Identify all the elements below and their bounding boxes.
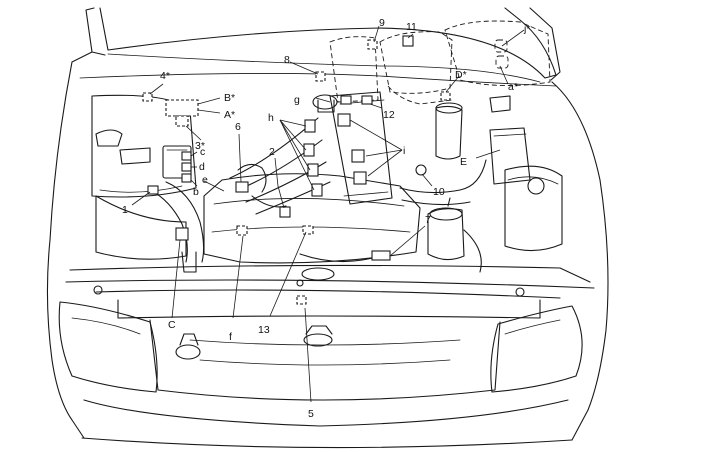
engine-assembly [91, 91, 563, 273]
label-5: 5 [308, 408, 314, 420]
leader-lines [131, 25, 525, 403]
label-h: h [268, 112, 274, 124]
label-2: 2 [269, 146, 275, 158]
label-A: A* [224, 109, 235, 121]
label-10: 10 [433, 186, 445, 198]
vehicle-body-outline [46, 7, 609, 449]
label-8: 8 [284, 54, 290, 66]
label-12: 12 [383, 109, 395, 121]
label-1: 1 [122, 204, 128, 216]
callout-labels: 1 2 3* 4* 5 6 7 8 9 10 11 12 13 a* b c d… [122, 17, 530, 420]
label-j: j* [523, 23, 530, 35]
connectors [142, 35, 451, 305]
label-a: a* [508, 81, 518, 93]
label-E: E [460, 156, 467, 168]
label-C: C [168, 319, 176, 331]
hidden-components-outline [329, 20, 551, 105]
label-g: g [294, 94, 300, 106]
label-7: 7 [425, 214, 431, 226]
label-d: d [199, 161, 205, 173]
label-i: i [403, 145, 405, 157]
label-c: c [200, 146, 205, 158]
label-9: 9 [379, 17, 385, 29]
label-6: 6 [235, 121, 241, 133]
label-f: f [229, 331, 232, 343]
label-4: 4* [160, 70, 170, 82]
label-D: D* [455, 69, 467, 81]
label-13: 13 [258, 324, 270, 336]
label-e: e [202, 174, 208, 186]
label-b: b [193, 186, 199, 198]
label-11: 11 [406, 21, 417, 33]
label-B: B* [224, 92, 235, 104]
label-3: 3* [195, 140, 205, 152]
